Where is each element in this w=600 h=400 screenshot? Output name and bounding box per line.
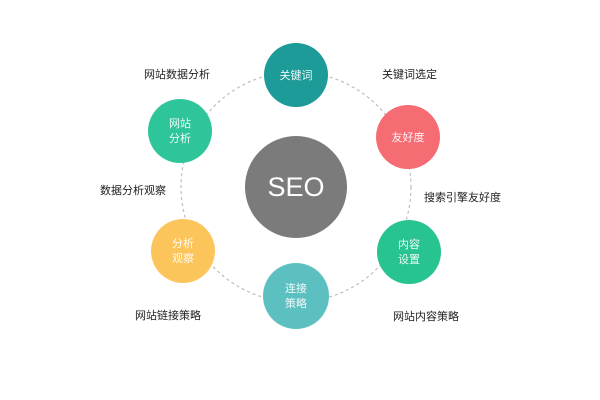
node-keywords-label: 关键词 — [279, 68, 313, 82]
node-keywords: 关键词 — [264, 43, 328, 107]
seo-center-label: SEO — [267, 172, 325, 202]
node-links-line1: 连接 — [285, 282, 307, 295]
caption-keywords: 关键词选定 — [382, 68, 437, 81]
node-content: 内容 设置 — [377, 220, 441, 284]
caption-links: 网站链接策略 — [135, 309, 201, 322]
node-friendliness-label: 友好度 — [391, 130, 425, 144]
node-analysis-line2: 分析 — [169, 132, 191, 145]
node-links-line2: 策略 — [285, 297, 307, 310]
node-analysis: 网站 分析 — [148, 99, 212, 163]
seo-center-node: SEO — [245, 136, 347, 238]
caption-content: 网站内容策略 — [393, 310, 459, 323]
caption-friendliness: 搜索引擎友好度 — [424, 191, 501, 204]
caption-observe: 数据分析观察 — [100, 184, 166, 197]
node-content-line1: 内容 — [398, 238, 420, 251]
node-observe: 分析 观察 — [151, 219, 215, 283]
node-links: 连接 策略 — [263, 263, 329, 329]
caption-analysis: 网站数据分析 — [144, 68, 210, 81]
node-friendliness: 友好度 — [376, 105, 440, 169]
node-content-line2: 设置 — [398, 253, 420, 266]
node-observe-line1: 分析 — [172, 237, 194, 250]
node-analysis-line1: 网站 — [169, 117, 191, 130]
node-observe-line2: 观察 — [172, 252, 194, 265]
